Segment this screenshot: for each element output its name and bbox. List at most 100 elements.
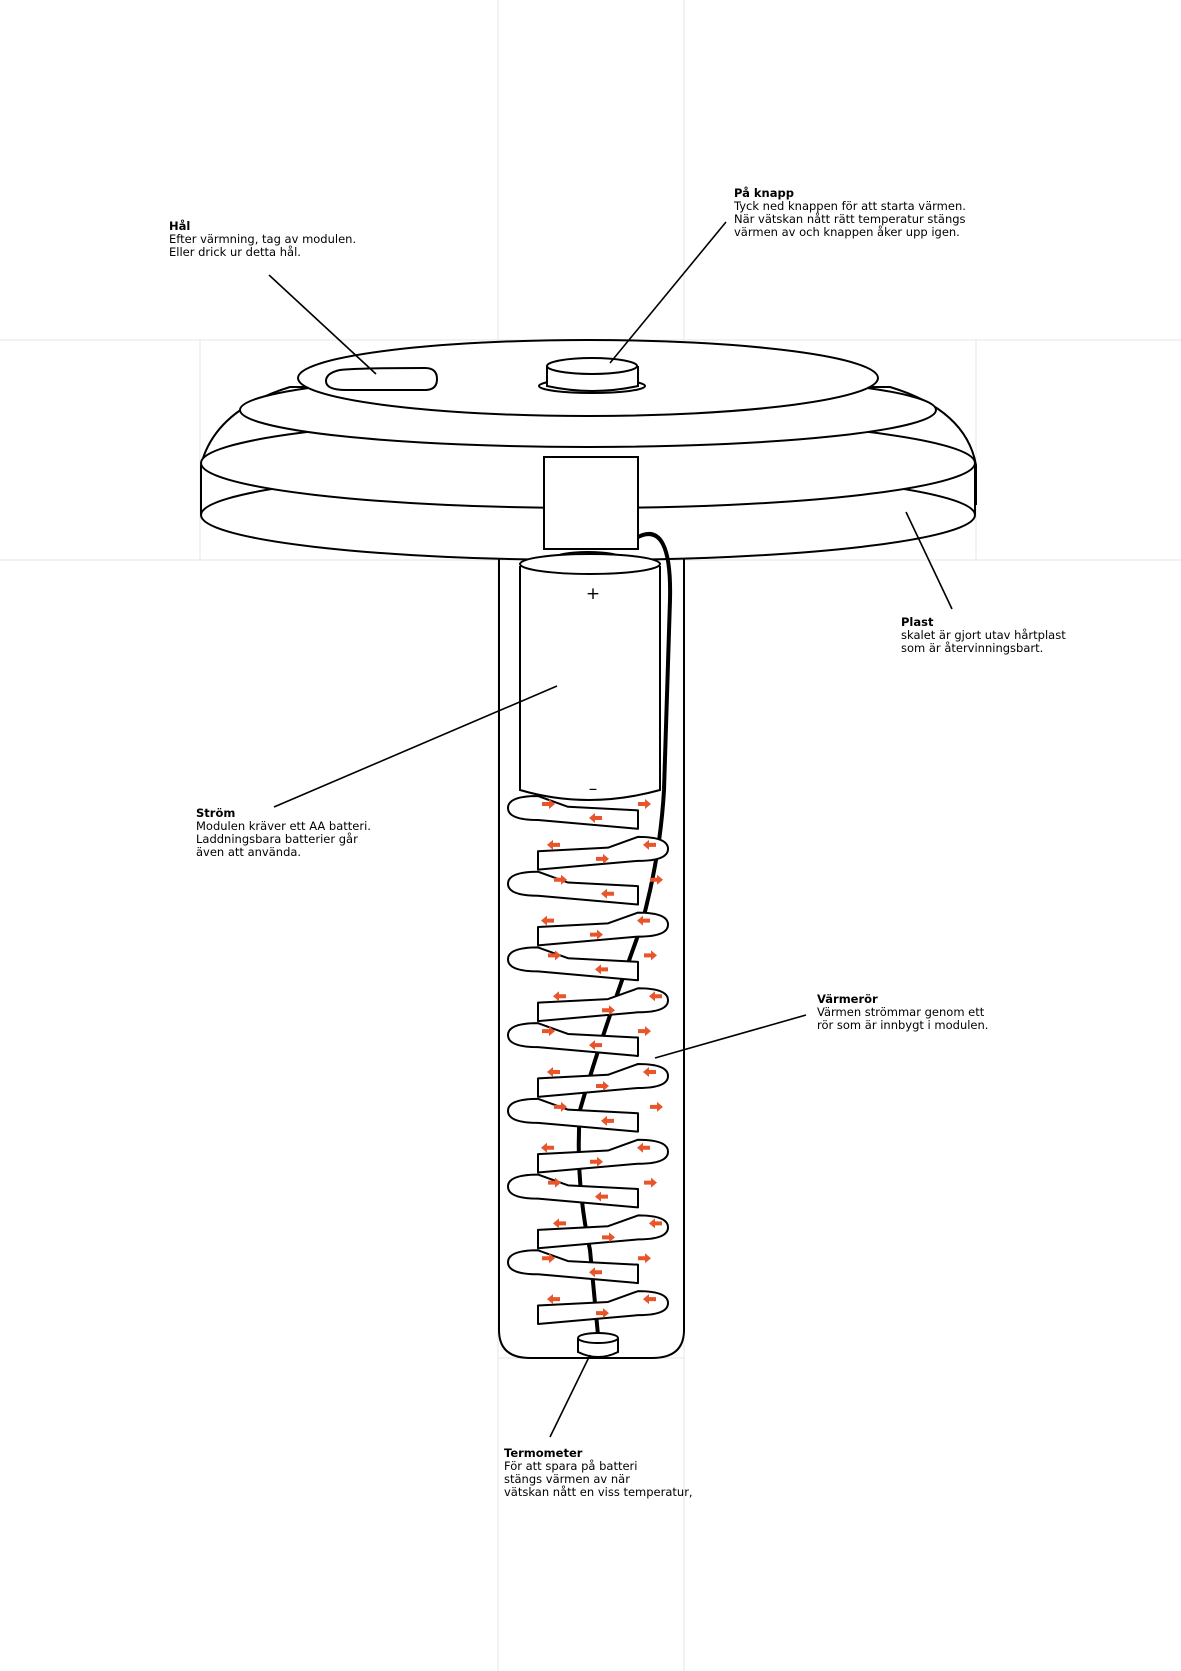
heating-pipe-segment xyxy=(537,1214,669,1250)
callout-termometer-line: stängs värmen av när xyxy=(504,1472,630,1486)
heating-pipe-segment xyxy=(507,1249,639,1285)
heat-flow-arrow-icon xyxy=(542,799,555,809)
heat-flow-arrow-icon xyxy=(650,1101,663,1112)
callout-plast: Plast skalet är gjort utav hårtplast som… xyxy=(901,616,1066,655)
battery-plus-sign: + xyxy=(586,584,600,604)
callout-pa-knapp: På knapp Tyck ned knappen för att starta… xyxy=(734,187,966,239)
leader-varmeror xyxy=(654,1014,807,1059)
heating-pipe-segment xyxy=(507,870,639,906)
heat-flow-arrow-icon xyxy=(553,1218,566,1229)
leader-termometer xyxy=(549,1354,591,1438)
heat-flow-arrow-icon xyxy=(602,1005,615,1016)
aa-battery xyxy=(519,553,661,801)
heat-flow-arrow-icon xyxy=(638,1253,651,1264)
callout-varmeror: Värmerör Värmen strömmar genom ett rör s… xyxy=(817,993,988,1032)
heat-flow-arrow-icon xyxy=(643,839,656,850)
callout-pa-knapp-line: värmen av och knappen åker upp igen. xyxy=(734,225,960,239)
heat-flow-arrow-icon xyxy=(590,1156,603,1167)
callout-hal-title: Hål xyxy=(169,219,191,233)
heat-flow-arrows xyxy=(541,799,663,1319)
thermometer xyxy=(577,1332,619,1358)
callout-strom-line: även att använda. xyxy=(196,845,302,859)
heat-flow-arrow-icon xyxy=(590,929,603,940)
callout-varmeror-line: Värmen strömmar genom ett xyxy=(817,1005,985,1019)
heating-pipe-segment xyxy=(537,1138,669,1174)
callout-termometer-line: vätskan nått en viss temperatur, xyxy=(504,1485,693,1499)
callout-termometer: Termometer För att spara på batteri stän… xyxy=(504,1447,693,1499)
battery-minus-sign: – xyxy=(589,779,598,799)
callout-varmeror-line: rör som är innbygt i modulen. xyxy=(817,1018,989,1032)
heating-pipe-segment xyxy=(537,911,669,947)
heat-flow-arrow-icon xyxy=(589,1267,602,1278)
heat-flow-arrow-icon xyxy=(649,1218,662,1229)
heating-pipe-segment xyxy=(507,946,639,982)
heat-flow-arrow-icon xyxy=(644,1177,657,1188)
callout-strom-line: Modulen kräver ett AA batteri. xyxy=(196,819,371,833)
heat-flow-arrow-icon xyxy=(602,1232,615,1243)
heat-flow-arrow-icon xyxy=(650,874,663,885)
heating-pipe-segment xyxy=(537,1290,669,1325)
heat-flow-arrow-icon xyxy=(637,915,650,926)
heating-pipe-segment xyxy=(507,1097,639,1133)
heat-flow-arrow-icon xyxy=(554,1101,567,1112)
heat-flow-arrow-icon xyxy=(595,964,608,975)
leader-strom xyxy=(273,685,558,808)
callout-plast-title: Plast xyxy=(901,615,934,629)
heat-flow-arrow-icon xyxy=(589,813,602,823)
heat-flow-arrow-icon xyxy=(553,991,566,1002)
callout-plast-line: som är återvinningsbart. xyxy=(901,641,1044,655)
callout-hal-line: Eller drick ur detta hål. xyxy=(169,245,301,259)
leader-lines xyxy=(268,221,953,1438)
start-button xyxy=(538,357,646,394)
leader-hal xyxy=(268,274,377,375)
heating-pipe-segment xyxy=(507,1173,639,1209)
drink-hole xyxy=(324,366,439,391)
heat-flow-arrow-icon xyxy=(596,1081,609,1091)
heat-flow-arrow-icon xyxy=(548,950,561,961)
heat-flow-arrow-icon xyxy=(554,874,567,885)
heat-flow-arrow-icon xyxy=(638,799,651,809)
heat-flow-arrow-icon xyxy=(649,991,662,1002)
callout-pa-knapp-line: När vätskan nått rätt temperatur stängs xyxy=(734,212,966,226)
callout-plast-line: skalet är gjort utav hårtplast xyxy=(901,628,1066,642)
callout-strom: Ström Modulen kräver ett AA batteri. Lad… xyxy=(196,807,371,859)
heating-pipe-segment xyxy=(537,987,669,1023)
heat-flow-arrow-icon xyxy=(589,1040,602,1051)
heat-flow-arrow-icon xyxy=(547,1294,560,1305)
inner-column xyxy=(543,456,639,565)
callout-termometer-line: För att spara på batteri xyxy=(504,1459,638,1473)
heat-flow-arrow-icon xyxy=(542,1026,555,1037)
callout-pa-knapp-line: Tyck ned knappen för att starta värmen. xyxy=(734,199,966,213)
heat-flow-arrow-icon xyxy=(601,1115,614,1126)
heating-pipe-segment xyxy=(537,835,669,871)
leader-pa-knapp xyxy=(609,221,727,364)
heat-flow-arrow-icon xyxy=(542,1253,555,1264)
heat-flow-arrow-icon xyxy=(596,1308,609,1319)
heat-flow-arrow-icon xyxy=(547,1067,560,1077)
leader-plast xyxy=(905,511,953,610)
heat-flow-arrow-icon xyxy=(644,950,657,961)
heat-flow-arrow-icon xyxy=(637,1142,650,1153)
heat-flow-arrow-icon xyxy=(596,853,609,864)
heat-flow-arrow-icon xyxy=(541,1142,554,1153)
heating-pipe-segment xyxy=(507,795,639,830)
heat-flow-arrow-icon xyxy=(595,1191,608,1202)
heating-pipe-segment xyxy=(537,1063,669,1098)
heat-flow-arrow-icon xyxy=(547,839,560,850)
callout-strom-title: Ström xyxy=(196,806,236,820)
heat-flow-arrow-icon xyxy=(601,888,614,899)
callout-pa-knapp-title: På knapp xyxy=(734,186,794,200)
callout-termometer-title: Termometer xyxy=(504,1446,583,1460)
heating-pipe xyxy=(507,795,669,1325)
tube-body xyxy=(498,455,685,1359)
heat-flow-arrow-icon xyxy=(541,915,554,926)
callout-hal-line: Efter värmning, tag av modulen. xyxy=(169,232,357,246)
heat-flow-arrow-icon xyxy=(643,1294,656,1305)
heating-pipe-segment xyxy=(507,1022,639,1057)
heat-flow-arrow-icon xyxy=(643,1067,656,1077)
heat-flow-arrow-icon xyxy=(638,1026,651,1037)
callout-varmeror-title: Värmerör xyxy=(817,992,878,1006)
heat-flow-arrow-icon xyxy=(548,1177,561,1188)
callout-hal: Hål Efter värmning, tag av modulen. Elle… xyxy=(169,220,356,259)
